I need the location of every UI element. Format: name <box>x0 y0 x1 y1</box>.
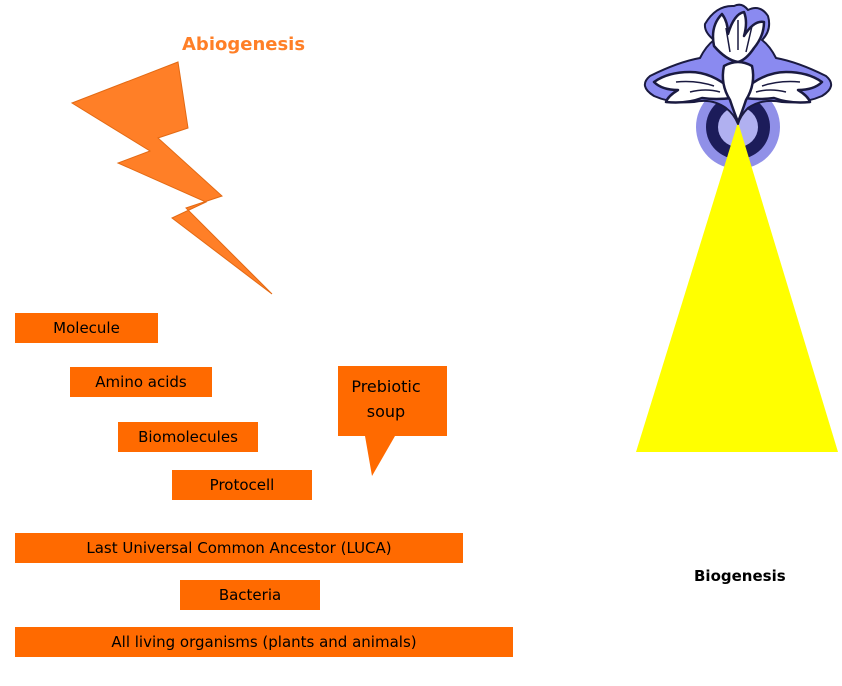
dove-icon <box>645 5 831 124</box>
biogenesis-title: Biogenesis <box>694 567 786 585</box>
light-beam <box>636 122 838 452</box>
